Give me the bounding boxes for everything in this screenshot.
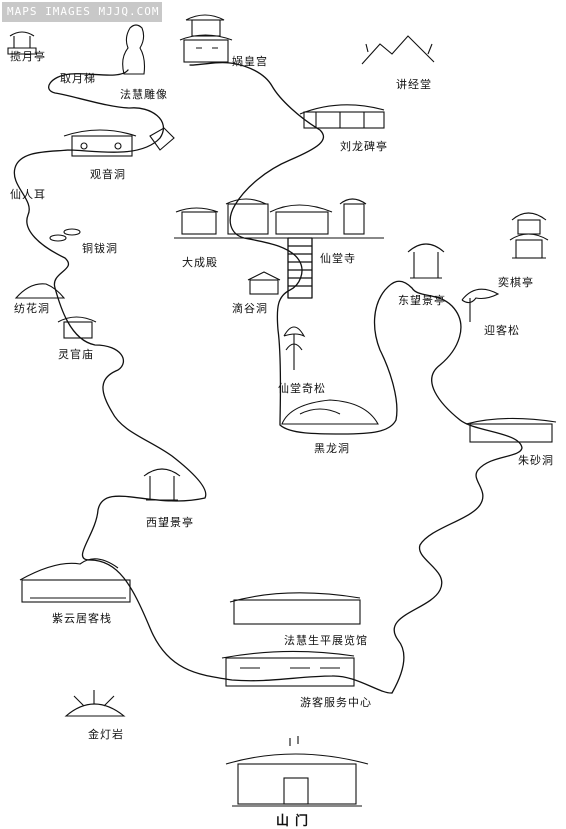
building-icon-exhibition <box>229 592 361 625</box>
label-xiantang-temple[interactable]: 仙堂寺 <box>320 252 356 265</box>
label-zhusha-cave[interactable]: 朱砂洞 <box>518 454 554 467</box>
temple-icon-guanyin <box>63 127 175 157</box>
label-fahui-statue[interactable]: 法慧雕像 <box>120 88 168 101</box>
label-lanyue-pavilion[interactable]: 揽月亭 <box>10 50 46 63</box>
label-fahui-exhibition[interactable]: 法慧生平展览馆 <box>284 634 368 647</box>
cymbal-icon-tongluo <box>49 228 81 242</box>
label-jindeng-rock[interactable]: 金灯岩 <box>88 728 124 741</box>
hut-icon-digu <box>247 271 281 295</box>
label-yiqi-pavilion[interactable]: 奕棋亭 <box>498 276 534 289</box>
mountain-icon-jiangjing <box>361 35 435 65</box>
rock-icon-jindeng <box>64 690 126 717</box>
temple-icon-lingguan <box>57 316 97 339</box>
label-dacheng-hall[interactable]: 大成殿 <box>182 256 218 269</box>
label-quyue-ladder[interactable]: 取月梯 <box>60 72 96 85</box>
label-digu-cave[interactable]: 滴谷洞 <box>232 302 268 315</box>
temple-icon-xiantang <box>174 198 384 239</box>
statue-icon-fahui <box>122 24 146 75</box>
cave-icon-heilong <box>281 399 379 425</box>
building-icon-ziyunju <box>19 558 131 603</box>
temple-icon-nvwa <box>179 14 233 63</box>
label-guanyin-cave[interactable]: 观音洞 <box>90 168 126 181</box>
temple-icon-zhusha <box>465 417 557 443</box>
central-stairs <box>287 237 313 299</box>
trail-path-east <box>189 61 523 694</box>
label-tongluo-cave[interactable]: 铜钹洞 <box>82 242 118 255</box>
rock-icon-fanghua <box>14 283 66 299</box>
pagoda-icon-yiqi <box>509 212 549 259</box>
label-liulong-stele[interactable]: 刘龙碑亭 <box>340 140 388 153</box>
pavilion-icon-liulong <box>299 104 385 129</box>
label-ziyunju-inn[interactable]: 紫云居客栈 <box>52 612 112 625</box>
label-visitor-center[interactable]: 游客服务中心 <box>300 696 372 709</box>
pavilion-icon-dongwang <box>407 243 445 279</box>
label-lingguan-temple[interactable]: 灵官庙 <box>58 348 94 361</box>
label-jiangjing-hall[interactable]: 讲经堂 <box>396 78 432 91</box>
label-xiantang-pine[interactable]: 仙堂奇松 <box>278 382 326 395</box>
gate-icon-shanmen <box>225 736 369 807</box>
building-icon-visitor-center <box>221 650 355 687</box>
watermark: MAPS IMAGES MJJQ.COM <box>2 2 162 22</box>
label-xiwang-pavilion[interactable]: 西望景亭 <box>146 516 194 529</box>
pavilion-icon-xiwang <box>143 468 181 501</box>
label-dongwang-pavilion[interactable]: 东望景亭 <box>398 294 446 307</box>
pavilion-icon-lanyue <box>7 31 37 55</box>
label-heilong-cave[interactable]: 黑龙洞 <box>314 442 350 455</box>
label-yingke-pine[interactable]: 迎客松 <box>484 324 520 337</box>
label-mountain-gate[interactable]: 山门 <box>276 814 315 829</box>
label-fanghua-cave[interactable]: 纺花洞 <box>14 302 50 315</box>
pine-icon-yingke <box>461 288 500 322</box>
label-xianren-ear[interactable]: 仙人耳 <box>10 188 46 201</box>
label-nvwa-palace[interactable]: 娲皇宫 <box>232 55 268 68</box>
trail-path-west <box>13 69 393 694</box>
pine-icon-xiantang <box>283 326 306 370</box>
